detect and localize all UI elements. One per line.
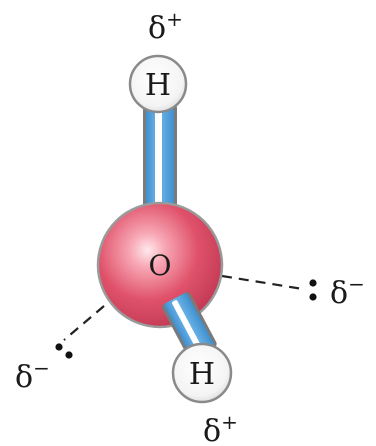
bond-top (143, 104, 177, 216)
lone-pair-dots-right (309, 279, 317, 301)
hydrogen-label-top: H (145, 68, 171, 103)
lone-pair-line-left (63, 305, 105, 341)
partial-charge-bottom: δ+ (203, 410, 238, 446)
hydrogen-label-bottom: H (189, 357, 215, 392)
partial-charge-top: δ+ (148, 7, 183, 46)
hydrogen-atom-top (128, 54, 188, 114)
partial-charge-right: δ− (330, 272, 365, 311)
oxygen-label: O (149, 249, 172, 282)
lone-pair-dots-left (55, 343, 73, 359)
bond-bottom (162, 292, 217, 360)
partial-charge-left: δ− (15, 356, 50, 395)
lone-pair-line-right (221, 274, 304, 291)
hydrogen-atom-bottom (171, 342, 233, 404)
